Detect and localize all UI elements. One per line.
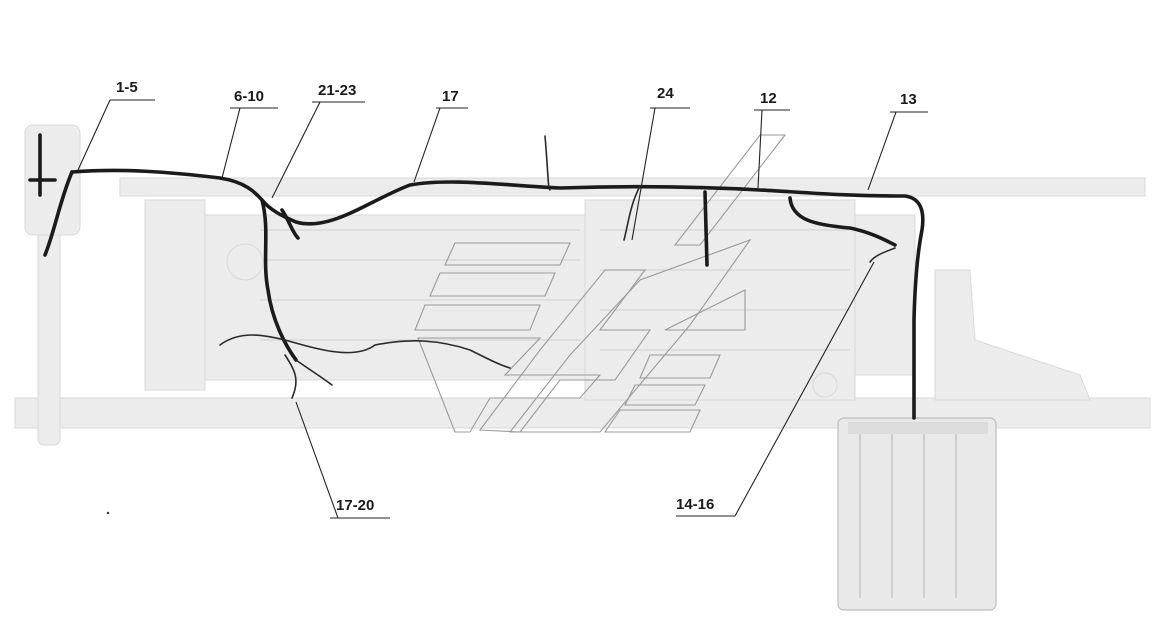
battery-box-body bbox=[837, 417, 997, 611]
rear-branch bbox=[788, 196, 897, 247]
leader-lines bbox=[77, 99, 928, 519]
leader-6-10 bbox=[221, 107, 278, 179]
battery-box-ribs bbox=[859, 430, 957, 598]
leader-17-20 bbox=[295, 401, 390, 519]
trans-drop bbox=[703, 190, 709, 267]
callout-14-16: 14-16 bbox=[676, 496, 714, 513]
leader-13 bbox=[867, 111, 928, 191]
front-bracket bbox=[144, 199, 206, 391]
callout-17: 17 bbox=[442, 88, 459, 105]
watermark-logo-icon bbox=[414, 134, 787, 433]
wiring-harness bbox=[28, 133, 925, 420]
front-lead bbox=[43, 170, 74, 257]
battery-box-icon bbox=[837, 417, 997, 611]
rear-bracket bbox=[934, 269, 1091, 401]
mid-pigtail bbox=[623, 185, 641, 241]
leader-17 bbox=[413, 107, 468, 183]
callout-17-20: 17-20 bbox=[336, 497, 374, 514]
front-connector bbox=[28, 133, 57, 197]
sensor-lead bbox=[280, 208, 300, 240]
lower-drop-1 bbox=[284, 354, 297, 399]
callout-12: 12 bbox=[760, 90, 777, 107]
callout-13: 13 bbox=[900, 91, 917, 108]
leader-24 bbox=[631, 107, 690, 241]
callout-21-23: 21-23 bbox=[318, 82, 356, 99]
leader-12 bbox=[754, 109, 790, 189]
lower-drop-2 bbox=[295, 359, 333, 386]
leader-14-16 bbox=[676, 261, 875, 517]
pulley bbox=[226, 243, 264, 281]
leader-21-23 bbox=[271, 101, 365, 199]
callout-24: 24 bbox=[657, 85, 674, 102]
leader-1-5 bbox=[77, 99, 155, 171]
rear-fitting bbox=[812, 372, 838, 398]
battery-box-lid bbox=[848, 422, 988, 434]
rear-pigtail bbox=[869, 247, 896, 263]
main-trunk bbox=[70, 168, 925, 420]
callout-labels: 1-5 6-10 21-23 17 24 12 13 17-20 14-16 bbox=[116, 79, 917, 514]
stray-dot bbox=[106, 511, 110, 515]
chassis-background bbox=[14, 124, 1151, 446]
callout-1-5: 1-5 bbox=[116, 79, 138, 96]
engine-ribs bbox=[260, 229, 580, 341]
top-pigtail bbox=[544, 135, 551, 191]
callout-6-10: 6-10 bbox=[234, 88, 264, 105]
lower-engine-wire bbox=[219, 334, 511, 369]
transmission-block bbox=[584, 199, 856, 401]
engine-drop bbox=[260, 198, 298, 362]
transmission-ribs bbox=[600, 229, 850, 351]
engine-block bbox=[204, 214, 586, 381]
